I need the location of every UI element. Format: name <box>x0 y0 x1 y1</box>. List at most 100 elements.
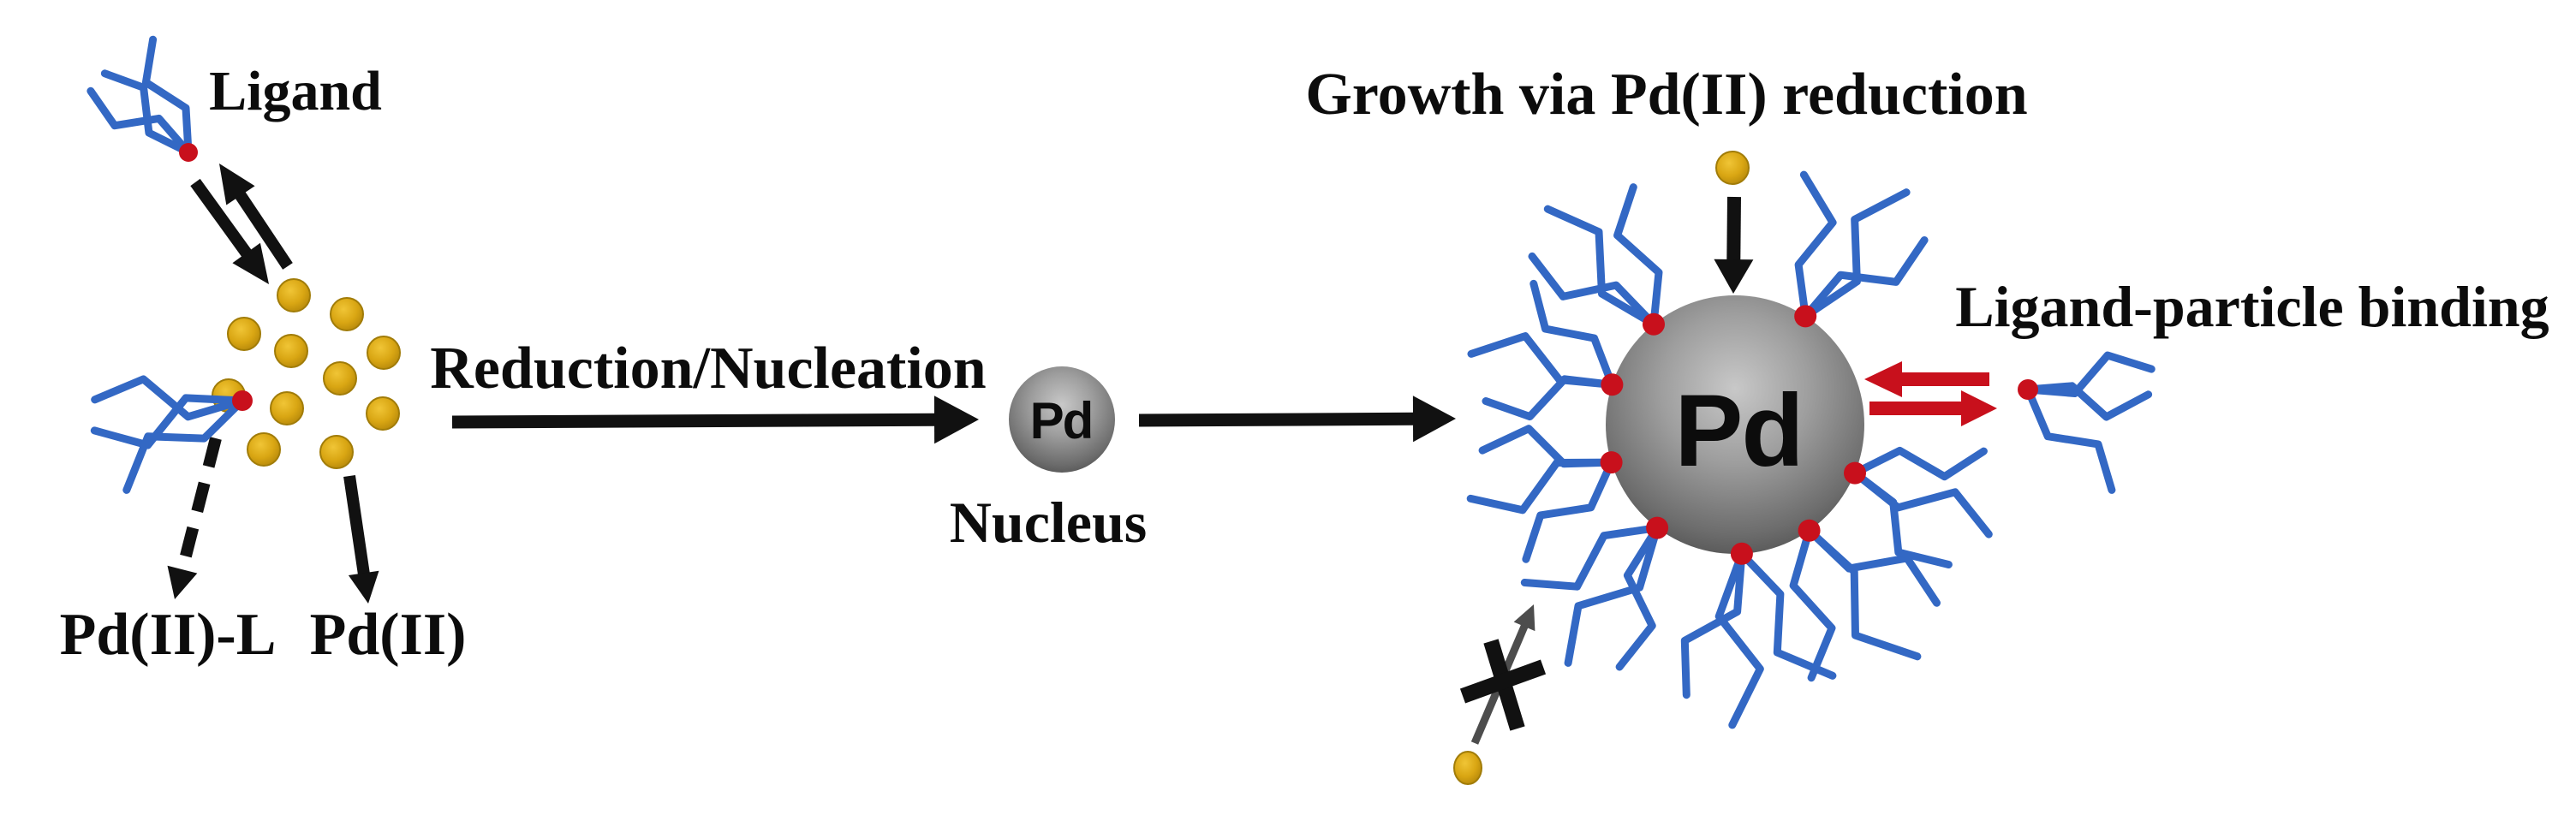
to-pd2-arrow-shaft <box>343 474 370 575</box>
nucleus-label: Nucleus <box>950 490 1147 555</box>
particle-pd-label: Pd <box>1674 373 1802 488</box>
ligand-strand <box>1794 170 1837 320</box>
free-ligand-right <box>2018 351 2156 494</box>
reduction-nucleation-label: Reduction/Nucleation <box>430 336 986 402</box>
ligand-strand <box>1851 469 1953 568</box>
pdii-ion-dot <box>274 334 308 368</box>
ligand-strand <box>1738 550 1837 680</box>
to-pd2l-dashed-arrow-shaft <box>176 437 222 572</box>
ligand-strand <box>1851 446 1988 481</box>
particle-ligand-bundle <box>1520 524 1661 671</box>
ligand-strand <box>1543 205 1658 329</box>
particle-ligand-bundle <box>1680 550 1837 729</box>
particle-ligand-bundle <box>1789 526 1941 682</box>
pdii-ion-dot <box>270 391 304 425</box>
growth-pd-ion <box>1715 151 1750 185</box>
binding-arrow-left-head <box>1864 361 1902 397</box>
ligand-strand <box>2024 382 2153 421</box>
nucleus-sphere-group: Pd <box>1009 366 1115 473</box>
ligand-strand <box>91 375 247 421</box>
growth-stage-arrow-shaft <box>1138 412 1415 427</box>
pdii-ion-dot <box>330 297 364 331</box>
pdii-cluster <box>212 278 401 469</box>
ligand-strand <box>1467 332 1616 389</box>
reduction-arrow-head <box>933 396 979 444</box>
pdii-ion-dot <box>367 336 401 370</box>
ligand-head-dot <box>232 390 253 411</box>
ligand-strand <box>1530 279 1616 389</box>
pdii-ion-dot <box>277 278 311 312</box>
ligand-strand <box>100 69 193 157</box>
pdii-ion-dot <box>366 396 400 431</box>
particle-ligands <box>1466 170 1993 729</box>
binding-arrow-right-head <box>1961 390 1997 426</box>
blocked-pathway <box>1459 604 1547 745</box>
ligand-strand <box>1520 524 1661 591</box>
particle-ligand-bundle <box>1466 425 1616 563</box>
ligand-strand <box>1522 458 1616 563</box>
to-pd2l-dashed-arrow-head <box>167 565 198 599</box>
growth-down-arrow-head <box>1714 259 1754 294</box>
ligand-head-dot <box>179 143 198 162</box>
reduction-arrow-shaft <box>451 413 936 429</box>
particle-ligand-bundle <box>1794 170 1929 320</box>
particle-ligand-bundle <box>1467 279 1616 421</box>
ligand-strand <box>1789 526 1836 682</box>
equilibrium-arrow-down-shaft <box>190 178 252 258</box>
pdii-ion-dot <box>323 361 357 396</box>
particle-group: Pd <box>1466 170 1993 729</box>
cross-out-stroke <box>1459 659 1547 704</box>
particle-ligand-bundle <box>1851 446 1993 568</box>
particle-ligand-bundle <box>1528 183 1663 329</box>
ligand-strand <box>141 35 193 157</box>
equilibrium-arrow-up-shaft <box>235 191 293 270</box>
pdii-ion-dot <box>319 435 354 469</box>
binding-site-dot <box>1601 373 1624 396</box>
free-ligands <box>86 35 2156 494</box>
pd2l-label: Pd(II)-L <box>60 602 277 668</box>
binding-site-dot <box>1794 305 1817 328</box>
growth-down-arrow-shaft <box>1726 196 1741 261</box>
red-binding-arrows <box>1864 361 1997 426</box>
binding-site-dot <box>1844 461 1866 485</box>
ligand-strand <box>1801 188 1911 320</box>
blocked-pd-ion <box>1453 751 1482 785</box>
ligand-strand <box>1613 183 1663 329</box>
gold-ions <box>1453 151 1750 785</box>
ligand-strand <box>2024 385 2116 494</box>
ligand-particle-binding-label: Ligand-particle binding <box>1955 274 2549 339</box>
pdii-ion-dot <box>227 317 261 351</box>
ligand-strand <box>122 396 247 494</box>
pdii-ion-dot <box>247 432 281 467</box>
ligand-head-dot <box>2018 379 2038 400</box>
ligand-strand <box>1805 526 1922 661</box>
growth-stage-arrow-head <box>1412 396 1456 443</box>
nucleus-sphere <box>1009 366 1115 473</box>
ligand-strand <box>1714 550 1764 729</box>
free-ligand-left <box>90 375 253 494</box>
ligand-strand <box>1528 252 1658 329</box>
ligand-strand <box>1801 236 1929 320</box>
pd2-label: Pd(II) <box>310 602 467 668</box>
ligand-strand <box>90 394 247 449</box>
ligand-strand <box>1851 469 1993 538</box>
particle-sphere <box>1606 295 1864 554</box>
ligand-strand <box>1805 526 1941 607</box>
ligand-strand <box>1478 425 1616 468</box>
growth-label: Growth via Pd(II) reduction <box>1305 62 2027 128</box>
binding-site-dot <box>1646 516 1669 539</box>
binding-site-dot <box>1643 312 1665 336</box>
ligand-label: Ligand <box>209 60 382 122</box>
binding-site-dot <box>1798 519 1821 542</box>
ligand-strand <box>86 86 193 157</box>
ligand-strand <box>1680 550 1746 699</box>
free-ligand-top-left <box>86 35 198 162</box>
ligand-strand <box>1615 524 1661 671</box>
particle-binding-dots <box>1600 305 1866 565</box>
binding-site-dot <box>1730 542 1753 565</box>
nucleus-pd-label: Pd <box>1030 392 1093 449</box>
to-pd2-arrow-head <box>348 570 379 604</box>
equilibrium-arrow-up-head <box>219 164 255 205</box>
equilibrium-arrow-down-head <box>232 242 269 284</box>
